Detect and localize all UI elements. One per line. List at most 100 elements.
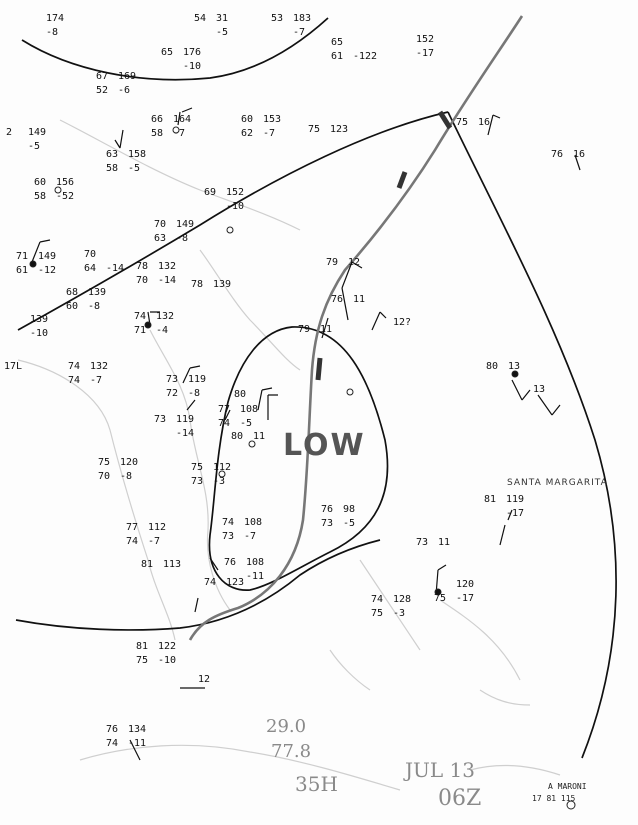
- station-pressure: 16: [478, 117, 491, 128]
- station-pressure: 108: [244, 517, 263, 528]
- station-pressure-tendency: -6: [118, 85, 131, 96]
- station-dewpoint: 61: [16, 265, 29, 276]
- front-line: [188, 15, 524, 641]
- station-pressure: 158: [128, 149, 147, 160]
- station-pressure: 119: [176, 414, 195, 425]
- station-temperature: 74: [68, 361, 81, 372]
- station-dewpoint: 52: [96, 85, 109, 96]
- station-pressure: 139: [88, 287, 107, 298]
- map-date: JUL 13: [405, 758, 475, 782]
- station-temperature: 75: [191, 462, 204, 473]
- station-pressure-tendency: -5: [343, 518, 356, 529]
- station-pressure-tendency: -3: [393, 608, 406, 619]
- front-segment: [315, 110, 453, 381]
- station-temperature: 65: [161, 47, 174, 58]
- station-pressure: 169: [118, 71, 137, 82]
- station-temperature: 76: [331, 294, 344, 305]
- station-dewpoint: 74: [218, 418, 231, 429]
- station-circle: [346, 388, 354, 396]
- barb: [194, 557, 219, 613]
- station-pressure: 153: [263, 114, 282, 125]
- station-temperature: 76: [321, 504, 334, 515]
- coastline-bahamas: [359, 559, 521, 681]
- station-temperature: 73: [416, 537, 429, 548]
- station-pressure-tendency: -10: [158, 655, 177, 666]
- station-pressure: 112: [213, 462, 232, 473]
- station-pressure-tendency: -10: [183, 61, 202, 72]
- station-dewpoint: 58: [34, 191, 47, 202]
- station-pressure-tendency: -17: [416, 48, 435, 59]
- station-dewpoint: 64: [84, 263, 97, 274]
- station-dewpoint: 58: [151, 128, 164, 139]
- station-temperature: 65: [331, 37, 344, 48]
- station-temperature: 78: [136, 261, 149, 272]
- station-temperature: 79: [298, 324, 311, 335]
- station-pressure-tendency: -8: [188, 388, 201, 399]
- station-dewpoint: 70: [98, 471, 111, 482]
- barb: [182, 365, 201, 384]
- station-pressure-tendency: -11: [128, 738, 147, 749]
- corner-note-name: A MARONI: [548, 782, 587, 791]
- station-temperature: 70: [154, 219, 167, 230]
- station-dewpoint: 74: [106, 738, 119, 749]
- station-pressure: 12: [348, 257, 361, 268]
- station-dewpoint: 74: [68, 375, 81, 386]
- station-pressure: 108: [246, 557, 265, 568]
- barb: [341, 261, 363, 289]
- isobar-arc: [17, 111, 449, 331]
- station-temperature: 74: [222, 517, 235, 528]
- station-pressure-tendency: -8: [46, 27, 59, 38]
- station-temperature: 76: [106, 724, 119, 735]
- coastline-florida: [149, 329, 231, 611]
- station-pressure-tendency: -52: [56, 191, 75, 202]
- station-dewpoint: 73: [191, 476, 204, 487]
- station-dewpoint: 62: [241, 128, 254, 139]
- station-circle: [511, 370, 519, 378]
- station-pressure: 11: [253, 431, 266, 442]
- station-pressure: 98: [343, 504, 356, 515]
- station-temperature: 60: [34, 177, 47, 188]
- station-temperature: 80: [234, 389, 247, 400]
- barb: [129, 739, 141, 761]
- isobar-south: [15, 539, 381, 631]
- station-pressure-tendency: -8: [176, 233, 189, 244]
- station-dewpoint: 58: [106, 163, 119, 174]
- station-circle: [218, 470, 226, 478]
- coastline-gulf: [17, 359, 176, 641]
- station-temperature: 67: [96, 71, 109, 82]
- station-pressure: 152: [416, 34, 435, 45]
- place-label: SANTA MARGARITA: [507, 478, 608, 488]
- station-pressure: 31: [216, 13, 229, 24]
- station-dewpoint: 75: [434, 593, 447, 604]
- coastline-hispaniola: [469, 764, 561, 776]
- station-temperature: 75: [98, 457, 111, 468]
- station-temperature: 80: [231, 431, 244, 442]
- station-dewpoint: 75: [371, 608, 384, 619]
- station-temperature: 17L: [4, 361, 23, 372]
- station-pressure: 11: [320, 324, 333, 335]
- station-pressure-tendency: -14: [176, 428, 195, 439]
- station-circle: [144, 321, 152, 329]
- barb: [114, 129, 124, 149]
- station-pressure: 13: [533, 384, 546, 395]
- station-circle: [248, 440, 256, 448]
- isobar-east: [447, 111, 617, 759]
- station-pressure: 113: [163, 559, 182, 570]
- station-temperature: 54: [194, 13, 207, 24]
- pressure-center-label: LOW: [283, 428, 366, 463]
- station-pressure: 112: [148, 522, 167, 533]
- station-pressure: 183: [293, 13, 312, 24]
- station-temperature: 75: [456, 117, 469, 128]
- station-pressure: 120: [120, 457, 139, 468]
- front: [188, 15, 524, 641]
- station-pressure-tendency: -5: [128, 163, 141, 174]
- barb: [487, 114, 501, 136]
- pencil-note-code: 35H: [295, 772, 338, 796]
- station-temperature: 53: [271, 13, 284, 24]
- station-temperature: 80: [486, 361, 499, 372]
- station-temperature: 81: [484, 494, 497, 505]
- station-temperature: 63: [106, 149, 119, 160]
- station-pressure: 119: [188, 374, 207, 385]
- station-pressure: 123: [330, 124, 349, 135]
